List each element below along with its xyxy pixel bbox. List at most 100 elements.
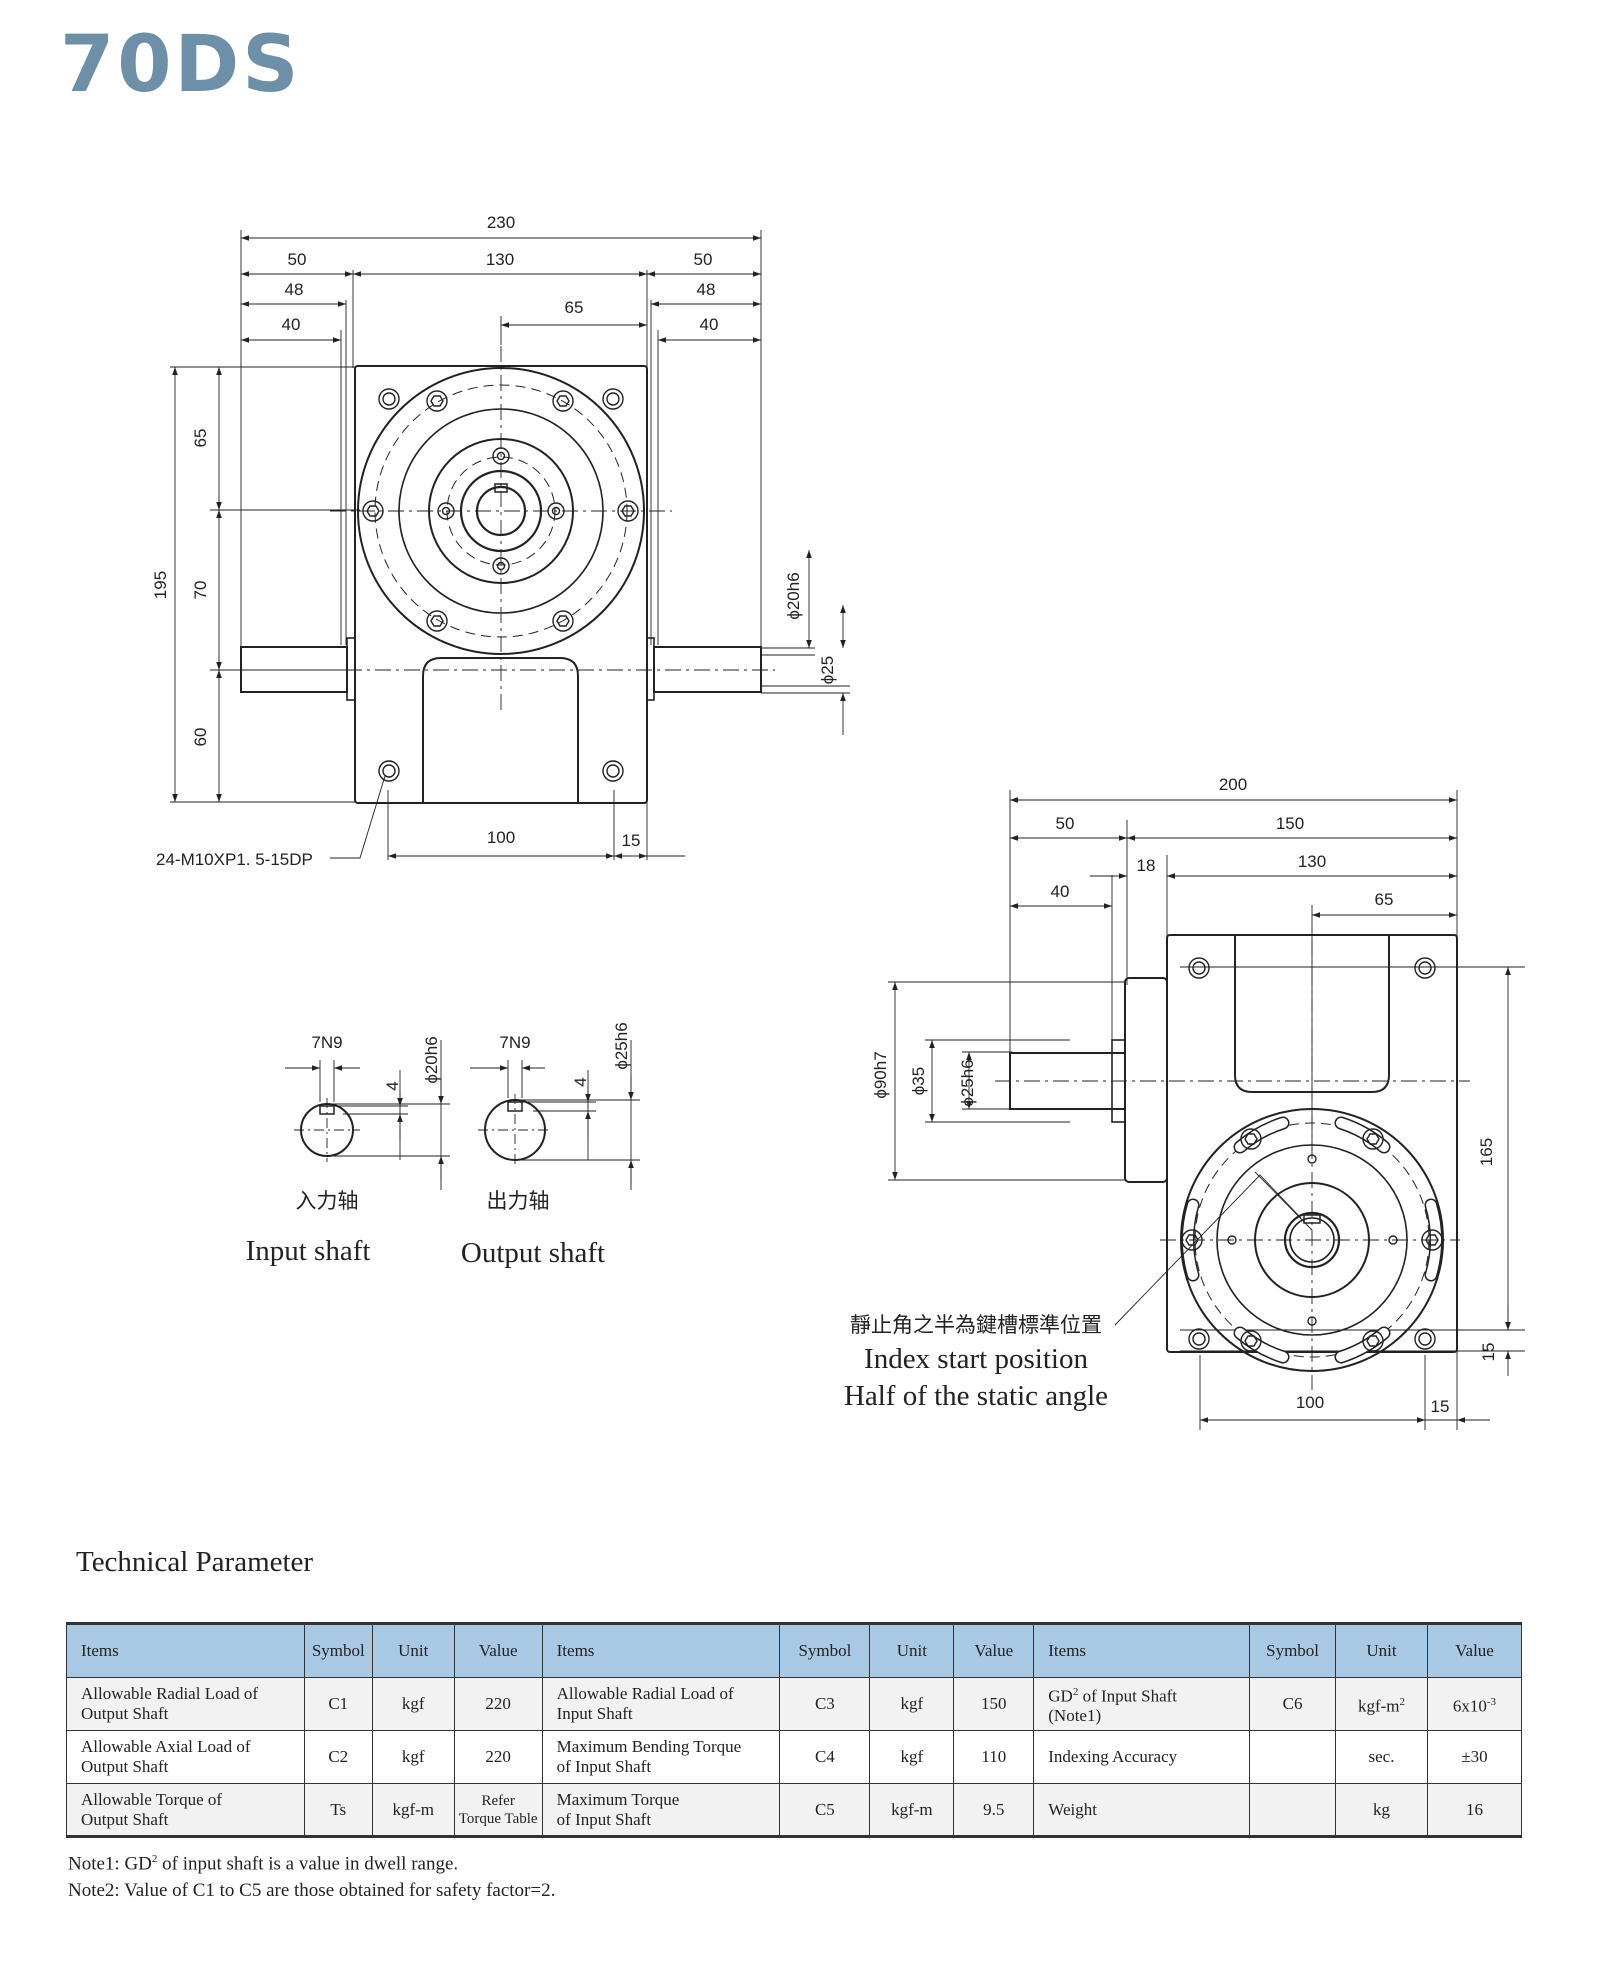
column-header: Value [453,1622,543,1678]
table-cell-symbol [1249,1783,1337,1838]
column-header: Items [541,1622,781,1678]
dim-label: 65 [565,298,584,317]
dim-label: 40 [282,315,301,334]
dim-label: 60 [191,728,210,747]
shaft-diameter-label: ϕ25h6 [612,1022,631,1069]
technical-parameter-table: Items Symbol Unit Value Items Symbol Uni… [66,1622,1523,1838]
column-header: Symbol [779,1622,871,1678]
table-cell-item: GD2 of Input Shaft(Note1) [1033,1677,1251,1731]
table-cell-symbol: C1 [303,1677,373,1731]
dim-label: 18 [1137,856,1156,875]
table-cell-unit: kg [1335,1783,1428,1838]
table-cell-symbol: Ts [303,1783,373,1838]
table-cell-value: 6x10-3 [1426,1677,1523,1731]
page-title: 70DS [60,20,302,110]
dim-label: 100 [1296,1393,1324,1412]
table-cell-value: 16 [1426,1783,1523,1838]
shaft-diameter-label: ϕ20h6 [422,1036,441,1083]
note-1: Note1: GD2 of input shaft is a value in … [68,1853,459,1875]
table-cell-value: 110 [953,1730,1035,1784]
front-view [170,230,850,860]
dim-label: 50 [694,250,713,269]
table-cell-symbol: C5 [779,1783,871,1838]
column-header: Unit [869,1622,955,1678]
note-2: Note2: Value of C1 to C5 are those obtai… [68,1880,556,1901]
table-cell-value: 150 [953,1677,1035,1731]
side-view [888,790,1525,1430]
hole-callout: 24-M10XP1. 5-15DP [156,850,313,869]
table-header-row: Items Symbol Unit Value Items Symbol Uni… [66,1622,1523,1678]
front-view-dimension-labels: 230 50 130 50 48 48 40 65 40 195 65 70 6… [151,213,837,869]
section-title: Technical Parameter [76,1546,314,1578]
column-header: Items [66,1622,305,1678]
column-header: Items [1033,1622,1251,1678]
dim-label: 48 [285,280,304,299]
table-cell-symbol: C6 [1249,1677,1337,1731]
dim-label: ϕ25 [818,656,837,684]
column-header: Unit [1335,1622,1428,1678]
dim-label: ϕ90h7 [871,1051,890,1098]
dim-label: ϕ35 [909,1067,928,1095]
table-cell-symbol: C2 [303,1730,373,1784]
table-cell-item: Indexing Accuracy [1033,1730,1251,1784]
table-cell-value: ±30 [1426,1730,1523,1784]
table-cell-unit: kgf [869,1677,955,1731]
index-note-line1: Index start position [864,1343,1088,1375]
output-shaft-label: Output shaft [461,1237,605,1269]
dim-label: 65 [191,429,210,448]
table-cell-symbol: C3 [779,1677,871,1731]
keyway-width-label: 7N9 [311,1033,342,1052]
column-header: Symbol [1249,1622,1337,1678]
column-header: Value [953,1622,1035,1678]
dim-label: 48 [697,280,716,299]
index-note-cn: 靜止角之半為鍵槽標準位置 [850,1313,1102,1337]
table-cell-unit: kgf [371,1677,455,1731]
side-view-dimension-labels: 200 50 150 18 130 40 65 ϕ90h7 ϕ35 ϕ25h6 … [844,775,1498,1416]
input-shaft-label: Input shaft [246,1235,371,1267]
dim-label: 100 [487,828,515,847]
keyway-depth-label: 4 [571,1077,590,1086]
technical-drawing: 230 50 130 50 48 48 40 65 40 195 65 70 6… [151,213,1525,1430]
keyway-width-label: 7N9 [499,1033,530,1052]
dim-label: 50 [288,250,307,269]
keyway-depth-label: 4 [383,1081,402,1090]
table-cell-value: 220 [453,1677,543,1731]
table-cell-unit: kgf-m [371,1783,455,1838]
column-header: Value [1426,1622,1523,1678]
shaft-sections [285,1040,640,1190]
column-header: Unit [371,1622,455,1678]
table-cell-symbol [1249,1730,1337,1784]
table-cell-item: Weight [1033,1783,1251,1838]
index-note-line2: Half of the static angle [844,1380,1108,1412]
dim-label: 15 [1431,1397,1450,1416]
dim-label: 50 [1056,814,1075,833]
table-cell-value: 220 [453,1730,543,1784]
table-cell-unit: kgf-m [869,1783,955,1838]
dim-label: 150 [1276,814,1304,833]
table-cell-unit: kgf [869,1730,955,1784]
shaft-section-labels: 7N9 4 ϕ20h6 入力轴 Input shaft 7N9 4 ϕ25h6 … [246,1022,631,1269]
column-header: Symbol [303,1622,373,1678]
dim-label: 200 [1219,775,1247,794]
table-cell-unit: sec. [1335,1730,1428,1784]
table-cell-symbol: C4 [779,1730,871,1784]
dim-label: ϕ20h6 [784,572,803,619]
dim-label: 40 [700,315,719,334]
dim-label: 15 [1479,1343,1498,1362]
dim-label: 70 [191,581,210,600]
dim-label: ϕ25h6 [958,1059,977,1106]
table-cell-unit: kgf-m2 [1335,1677,1428,1731]
dim-label: 65 [1375,890,1394,909]
dim-label: 130 [1298,852,1326,871]
dim-label: 130 [486,250,514,269]
table-cell-value: 9.5 [953,1783,1035,1838]
